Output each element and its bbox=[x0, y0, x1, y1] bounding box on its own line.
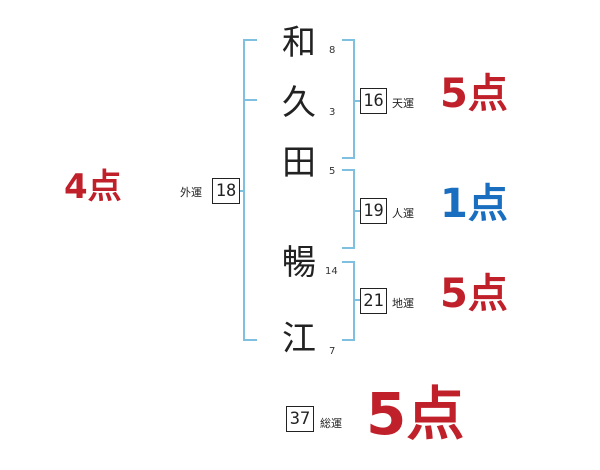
stroke-count-2: 3 bbox=[329, 107, 336, 118]
tenun-score: 5点 bbox=[440, 71, 508, 117]
stroke-count-3: 5 bbox=[329, 166, 336, 177]
tenun-bracket bbox=[342, 39, 355, 159]
tenun-label: 天運 bbox=[392, 97, 414, 110]
gaiun-score: 4点 bbox=[64, 167, 122, 207]
stroke-count-1: 8 bbox=[329, 45, 336, 56]
jinun-score: 1点 bbox=[440, 181, 508, 227]
jinun-label: 人運 bbox=[392, 207, 414, 220]
tenun-value-box: 16 bbox=[360, 88, 387, 114]
name-char-3: 田 bbox=[282, 143, 316, 183]
name-char-2: 久 bbox=[282, 83, 316, 123]
jinun-value-box: 19 bbox=[360, 198, 387, 224]
gaiun-label: 外運 bbox=[180, 186, 202, 199]
gaiun-bracket bbox=[243, 39, 257, 341]
stroke-count-4: 14 bbox=[325, 266, 338, 277]
souun-label: 総運 bbox=[320, 417, 342, 430]
jinun-bracket bbox=[342, 169, 355, 249]
chiun-value-box: 21 bbox=[360, 288, 387, 314]
stroke-count-5: 7 bbox=[329, 346, 336, 357]
gaiun-value-box: 18 bbox=[212, 178, 240, 204]
name-char-5: 江 bbox=[282, 319, 316, 359]
souun-score: 5点 bbox=[366, 380, 465, 448]
chiun-score: 5点 bbox=[440, 271, 508, 317]
name-char-4: 暢 bbox=[282, 243, 316, 283]
name-char-1: 和 bbox=[282, 23, 316, 63]
souun-value-box: 37 bbox=[286, 406, 314, 432]
chiun-bracket bbox=[342, 261, 355, 341]
chiun-label: 地運 bbox=[392, 297, 414, 310]
